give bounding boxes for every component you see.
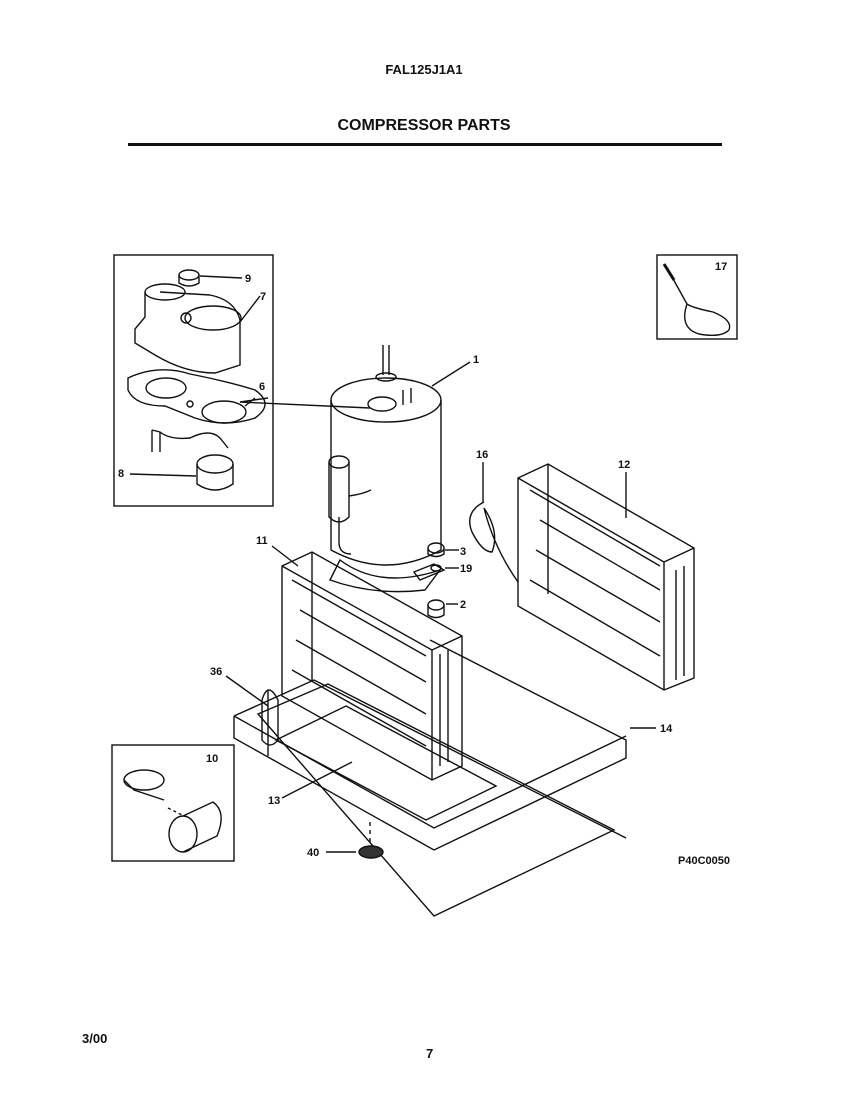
callout-19: 19 [460,563,472,575]
leader-13 [281,761,353,799]
callout-36: 36 [210,666,222,678]
model-number: FAL125J1A1 [385,62,463,77]
callout-14: 14 [660,723,673,735]
divider-panel-icon [274,705,498,821]
figure-code: P40C0050 [678,855,730,867]
accumulator-icon [328,455,372,555]
inset-capacitor [111,744,235,862]
callout-10: 10 [206,753,218,765]
callout-8: 8 [118,468,124,480]
capacitor-strap-icon [123,769,165,801]
leader-6 [239,397,371,409]
callout-3: 3 [460,546,466,558]
compressor-icon [329,345,442,593]
terminal-nut-icon [178,269,200,287]
callout-16: 16 [476,449,488,461]
capillary-tube-icon [469,501,519,583]
page-title: COMPRESSOR PARTS [337,117,511,134]
overload-protector-icon [151,429,234,491]
leader-9 [199,275,243,279]
callout-7: 7 [260,291,266,303]
washer-icon [412,563,446,581]
thermistor-wire-icon [666,267,731,337]
terminal-cover-icon [134,283,242,374]
callout-9: 9 [245,273,251,285]
base-pan-icon [233,639,627,917]
page-number: 7 [426,1046,434,1061]
callout-17: 17 [715,261,727,273]
leader-11 [271,545,299,567]
terminal-gasket-icon [127,369,266,424]
callout-40: 40 [307,847,319,859]
callout-1: 1 [473,354,479,366]
leader-7 [239,295,261,323]
callout-13: 13 [268,795,280,807]
capacitor-icon [167,801,222,853]
drain-loop-icon [261,689,279,756]
condenser-coil-icon [517,463,695,691]
revision-date: 3/00 [82,1031,108,1046]
leader-8 [129,473,197,477]
callout-2: 2 [460,599,466,611]
inset-terminal-parts [113,254,274,507]
callout-11: 11 [256,535,268,547]
drain-plug-icon [358,845,384,859]
leader-36 [225,675,269,707]
callout-12: 12 [618,459,630,471]
title-rule [128,143,722,146]
grommet-nut-icon [427,542,445,558]
inset-wire-17 [656,254,738,340]
grommet-icon [427,599,445,619]
callout-6: 6 [259,381,265,393]
evaporator-coil-icon [281,551,463,781]
leader-1 [431,361,471,387]
